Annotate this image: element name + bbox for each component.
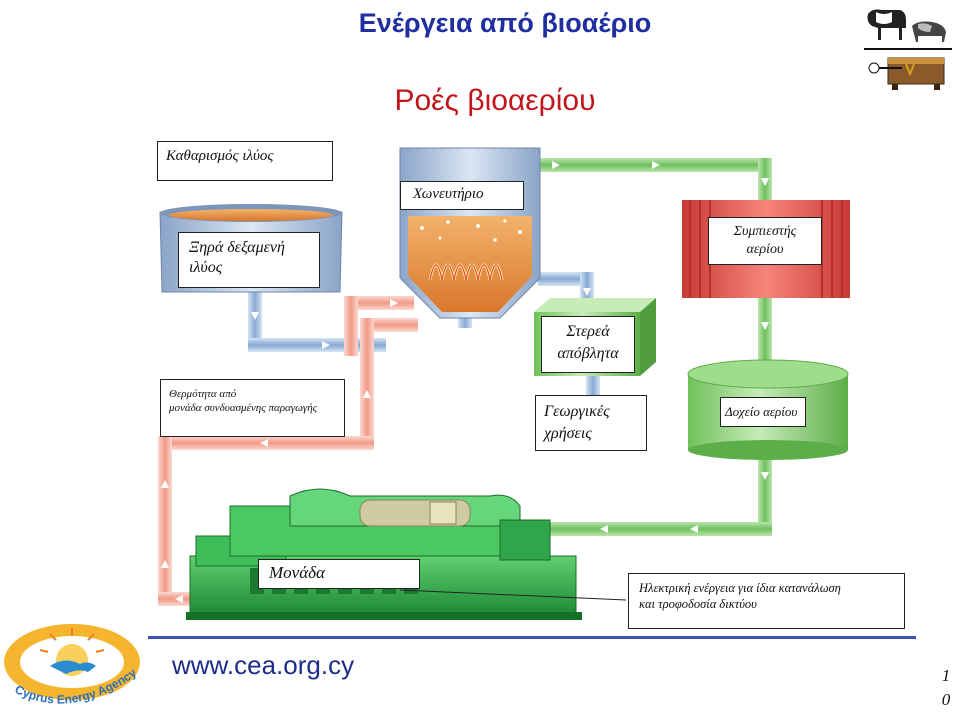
label-dry-tank-line1: Ξηρά δεξαμενή: [189, 239, 285, 256]
digester: [399, 147, 541, 319]
label-chp-heat-line1: Θερμότητα από: [169, 388, 237, 400]
label-solid-waste-line2: απόβλητα: [557, 345, 619, 362]
label-unit: Μονάδα: [258, 559, 420, 589]
label-electricity: Ηλεκτρική ενέργεια για ίδια κατανάλωση κ…: [628, 573, 905, 629]
label-dry-tank-line2: ιλύος: [189, 259, 223, 276]
label-gas-compressor: Συμπιεστής αερίου: [708, 217, 822, 265]
page-number-line2: 0: [941, 690, 951, 709]
cyprus-energy-agency-logo-icon: Cyprus Energy Agency: [4, 624, 140, 707]
label-gas-tank: Δοχείο αερίου: [720, 397, 806, 427]
label-electricity-line1: Ηλεκτρική ενέργεια για ίδια κατανάλωση: [639, 581, 841, 595]
label-solid-waste: Στερεά απόβλητα: [541, 316, 635, 373]
page-title: Ενέργεια από βιοαέριο: [358, 8, 652, 38]
label-chp-heat: Θερμότητα από μονάδα συνδυασμένης παραγω…: [160, 379, 345, 437]
electricity-connector: [399, 589, 627, 601]
heat-pipes: [158, 296, 418, 606]
farm-biogas-logo-icon: [864, 9, 952, 90]
label-electricity-line2: και τροφοδοσία δικτύου: [639, 597, 757, 611]
label-dry-sludge-tank: Ξηρά δεξαμενή ιλύος: [178, 232, 320, 288]
chp-engine: [186, 488, 582, 620]
label-compressor-line1: Συμπιεστής: [733, 224, 797, 239]
label-agri-line2: χρήσεις: [544, 425, 592, 442]
page-number: 1 0: [936, 664, 956, 712]
label-agricultural-uses: Γεωργικές χρήσεις: [535, 395, 647, 451]
footer-url[interactable]: www.cea.org.cy: [172, 650, 355, 680]
label-sludge-treatment: Καθαρισμός ιλύος: [157, 141, 333, 181]
label-agri-line1: Γεωργικές: [544, 403, 610, 420]
label-digester: Χωνευτήριο: [400, 181, 524, 210]
footer-divider: [148, 636, 916, 639]
label-chp-heat-line2: μονάδα συνδυασμένης παραγωγής: [169, 402, 318, 414]
label-solid-waste-line1: Στερεά: [566, 323, 610, 340]
label-compressor-line2: αερίου: [746, 242, 784, 257]
page-number-line1: 1: [941, 666, 951, 685]
page-subtitle: Ροές βιοαερίου: [394, 84, 596, 117]
gas-pipes: [532, 158, 772, 536]
